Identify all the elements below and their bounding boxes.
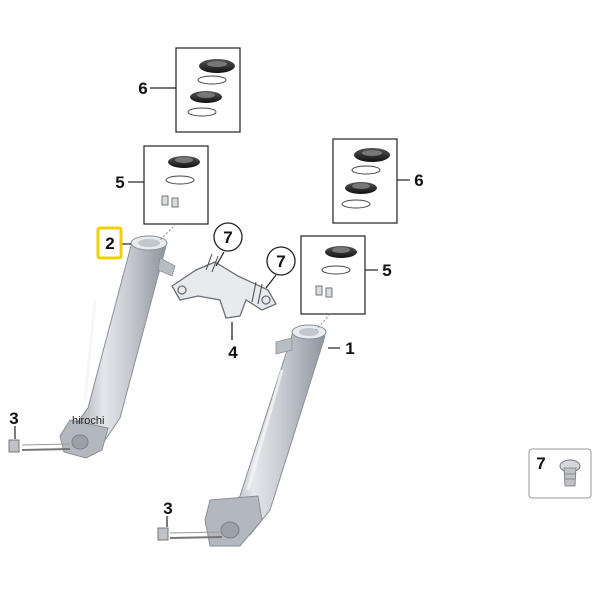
label-7-inset: 7 bbox=[536, 454, 545, 473]
label-3-left: 3 bbox=[9, 409, 18, 428]
label-6-left: 6 bbox=[138, 79, 147, 98]
watermark: hirochi bbox=[72, 415, 104, 427]
right-upper-bearing-box bbox=[332, 138, 410, 224]
inset-panel bbox=[528, 448, 592, 499]
label-3-right: 3 bbox=[163, 499, 172, 518]
label-5-right: 5 bbox=[382, 261, 391, 280]
left-lower-bearing-box bbox=[128, 145, 209, 241]
label-1: 1 bbox=[345, 339, 354, 358]
left-fork-tube bbox=[59, 235, 176, 459]
label-7-top: 7 bbox=[223, 228, 232, 247]
bolt-top bbox=[205, 222, 243, 273]
left-axle-screw bbox=[8, 426, 71, 453]
label-7-right: 7 bbox=[276, 252, 285, 271]
label-5-left: 5 bbox=[115, 173, 124, 192]
right-axle-screw bbox=[157, 516, 223, 541]
label-6-right: 6 bbox=[414, 171, 423, 190]
left-upper-bearing-box bbox=[150, 47, 241, 133]
right-fork-tube bbox=[204, 324, 327, 547]
label-4: 4 bbox=[228, 343, 238, 362]
highlight-box bbox=[96, 226, 123, 260]
label-2: 2 bbox=[105, 234, 114, 253]
right-lower-bearing-box bbox=[300, 235, 378, 331]
bracket bbox=[171, 261, 277, 340]
bolt-right bbox=[251, 246, 296, 305]
